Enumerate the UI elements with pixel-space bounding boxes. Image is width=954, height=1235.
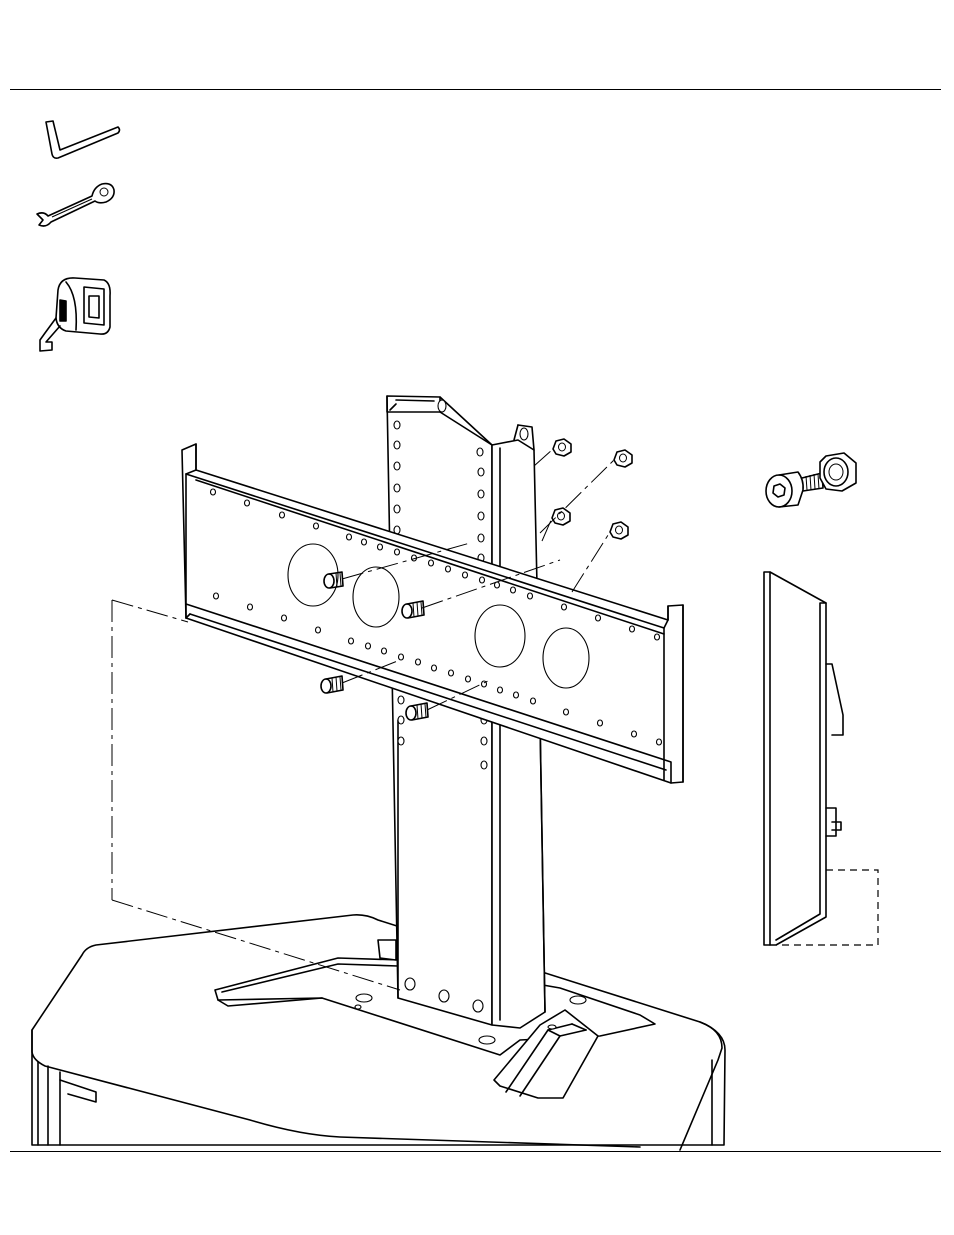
tape-measure-icon — [40, 278, 110, 351]
hex-nut-icon — [820, 453, 856, 491]
nut-3 — [552, 508, 570, 525]
side-view-detail — [764, 572, 878, 945]
screw-3 — [321, 676, 343, 693]
allen-key-icon — [46, 121, 120, 158]
socket-cap-screw-icon — [766, 472, 823, 507]
nut-4 — [610, 522, 628, 539]
nut-2 — [614, 450, 632, 467]
combination-wrench-icon — [37, 184, 114, 226]
nut-1 — [553, 439, 571, 456]
hex-nuts — [552, 439, 632, 539]
